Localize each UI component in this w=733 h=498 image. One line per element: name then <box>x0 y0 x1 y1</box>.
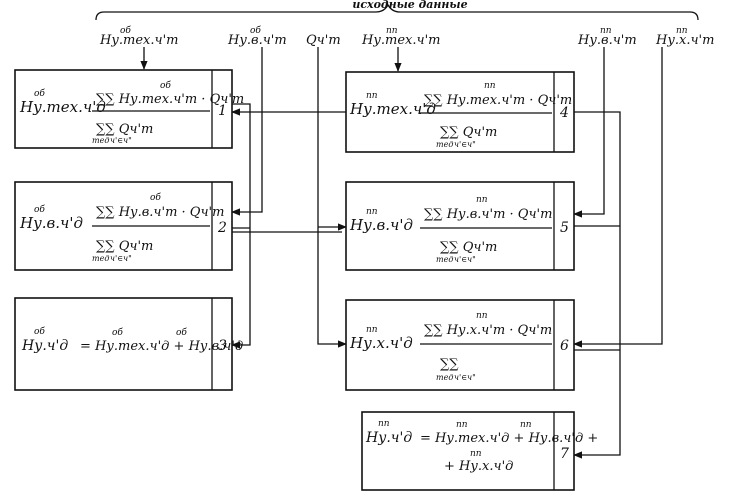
block-3: 3 Hу.ч'д об = Hу.тех.ч'д + Hу.в.ч'д об о… <box>14 297 243 391</box>
block-5-number: 5 <box>560 220 569 236</box>
connector-lines <box>140 47 663 459</box>
block-5: 5 Hу.в.ч'д пп ∑∑ Hу.в.ч'т · Qч'т пп ∑∑ Q… <box>345 181 575 271</box>
input-label-3-text: Qч'т <box>306 33 341 48</box>
block-4-number: 4 <box>559 105 569 121</box>
block-1-index-2: ч'∈ч" <box>110 136 132 145</box>
block-3-rhs-sup-1: об <box>112 327 123 338</box>
block-2: 2 Hу.в.ч'д об ∑∑ Hу.в.ч'т · Qч'т об ∑∑ Q… <box>14 181 233 271</box>
block-6-lhs: Hу.х.ч'д <box>349 334 413 352</box>
input-label-1: Hу.тех.ч'т об <box>99 25 178 48</box>
block-2-lhs: Hу.в.ч'д <box>19 214 83 232</box>
block-5-numerator-sup: пп <box>476 195 488 205</box>
block-7-rhs-sup-3: пп <box>470 449 482 459</box>
block-6-number: 6 <box>560 338 569 354</box>
block-1-denominator: ∑∑ Qч'т <box>96 122 153 137</box>
block-1-lhs: Hу.тех.ч'д <box>19 98 106 116</box>
block-6-index-1: тед <box>436 373 453 382</box>
block-5-numerator: ∑∑ Hу.в.ч'т · Qч'т <box>424 207 552 222</box>
input-label-4-text: Hу.тех.ч'т <box>361 33 440 48</box>
block-7-lhs-sup: пп <box>378 419 390 429</box>
block-7-number: 7 <box>560 446 569 462</box>
input-label-6-text: Hу.х.ч'т <box>655 33 714 48</box>
block-1-numerator-sup: об <box>160 80 171 91</box>
block-1-index-1: тед <box>92 136 109 145</box>
input-label-2-text: Hу.в.ч'т <box>227 33 287 48</box>
block-3-rhs-sup-2: об <box>176 327 187 338</box>
block-4-lhs: Hу.тех.ч'д <box>349 100 436 118</box>
block-1: 1 Hу.тех.ч'д об ∑∑ Hу.тех.ч'т · Qч'т об … <box>14 69 244 149</box>
input-label-6: Hу.х.ч'т пп <box>655 26 714 48</box>
input-label-6-sup: пп <box>676 26 688 36</box>
block-3-number: 3 <box>218 338 227 354</box>
input-label-5-text: Hу.в.ч'т <box>577 33 637 48</box>
block-2-denominator: ∑∑ Qч'т <box>96 239 153 254</box>
block-6-numerator: ∑∑ Hу.х.ч'т · Qч'т <box>424 323 552 338</box>
block-4-index-2: ч'∈ч" <box>454 140 476 149</box>
block-7-rhs-sup-1: пп <box>456 420 468 430</box>
block-4-lhs-sup: пп <box>366 91 378 101</box>
block-2-lhs-sup: об <box>34 204 45 215</box>
input-label-1-text: Hу.тех.ч'т <box>99 33 178 48</box>
block-5-denominator: ∑∑ Qч'т <box>440 240 497 255</box>
block-2-index-1: тед <box>92 254 109 263</box>
block-5-lhs-sup: пп <box>366 207 378 217</box>
block-7: 7 Hу.ч'д пп = Hу.тех.ч'д + Hу.в.ч'д + + … <box>361 411 598 491</box>
block-2-index-2: ч'∈ч" <box>110 254 132 263</box>
input-label-4: Hу.тех.ч'т пп <box>361 26 440 48</box>
block-6: 6 Hу.х.ч'д пп ∑∑ Hу.х.ч'т · Qч'т пп ∑∑ т… <box>345 299 575 391</box>
block-5-index-1: тед <box>436 255 453 264</box>
header-brace <box>95 3 699 21</box>
input-label-5-sup: пп <box>600 26 612 36</box>
block-5-lhs: Hу.в.ч'д <box>349 216 413 234</box>
input-label-2-sup: об <box>250 25 261 36</box>
header-label: исходные данные <box>352 0 467 11</box>
input-label-5: Hу.в.ч'т пп <box>577 26 637 48</box>
input-label-3: Qч'т <box>306 33 341 48</box>
block-4: 4 Hу.тех.ч'д пп ∑∑ Hу.тех.ч'т · Qч'т пп … <box>345 71 575 153</box>
block-3-lhs-sup: об <box>34 326 45 337</box>
block-5-index-2: ч'∈ч" <box>454 255 476 264</box>
block-1-numerator: ∑∑ Hу.тех.ч'т · Qч'т <box>96 92 244 107</box>
block-6-lhs-sup: пп <box>366 325 378 335</box>
block-3-lhs: Hу.ч'д <box>21 338 68 354</box>
block-7-rhs-sup-2: пп <box>520 420 532 430</box>
input-label-2: Hу.в.ч'т об <box>227 25 287 48</box>
block-1-lhs-sup: об <box>34 88 45 99</box>
block-4-denominator: ∑∑ Qч'т <box>440 125 497 140</box>
block-4-numerator: ∑∑ Hу.тех.ч'т · Qч'т <box>424 93 572 108</box>
block-6-denominator: ∑∑ <box>440 357 459 372</box>
block-7-rhs-line-2: + Hу.х.ч'д <box>444 459 513 474</box>
block-2-number: 2 <box>217 220 227 236</box>
block-7-rhs-line-1: = Hу.тех.ч'д + Hу.в.ч'д + <box>420 431 598 446</box>
block-2-numerator: ∑∑ Hу.в.ч'т · Qч'т <box>96 205 224 220</box>
block-6-index-2: ч'∈ч" <box>454 373 476 382</box>
block-6-numerator-sup: пп <box>476 311 488 321</box>
block-2-numerator-sup: об <box>150 192 161 203</box>
block-4-index-1: тед <box>436 140 453 149</box>
block-4-numerator-sup: пп <box>484 81 496 91</box>
block-7-lhs: Hу.ч'д <box>365 430 412 446</box>
input-label-4-sup: пп <box>386 26 398 36</box>
block-1-number: 1 <box>218 103 227 119</box>
block-3-rhs: = Hу.тех.ч'д + Hу.в.ч'д <box>80 339 243 354</box>
input-label-1-sup: об <box>120 25 131 36</box>
